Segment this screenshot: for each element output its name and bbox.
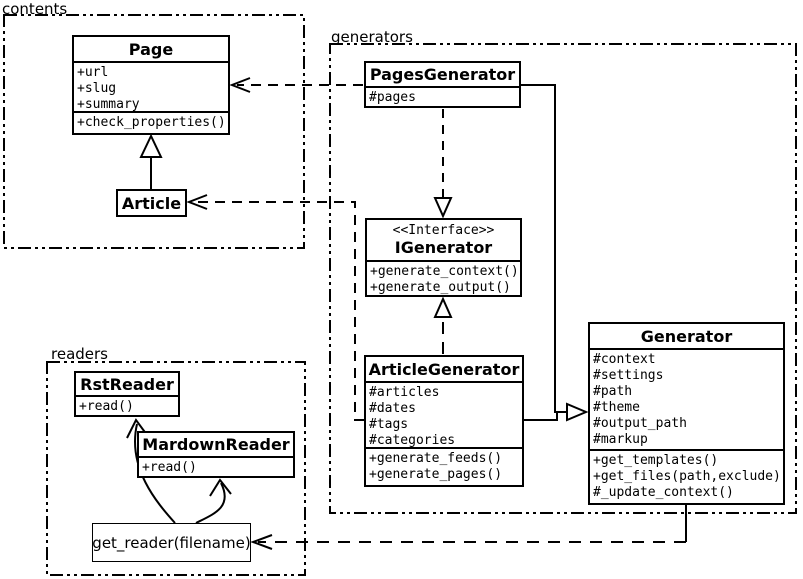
attribute: #categories bbox=[369, 433, 456, 447]
class-box-mardownreader: MardownReader +read() bbox=[137, 431, 295, 478]
attribute: #pages bbox=[369, 90, 416, 105]
articlegenerator-methods: +generate_feeds() +generate_pages() bbox=[366, 447, 522, 485]
class-box-articlegenerator: ArticleGenerator #articles #dates #tags … bbox=[364, 355, 524, 487]
attribute: #path bbox=[593, 384, 633, 399]
generator-methods: +get_templates() +get_files(path,exclude… bbox=[590, 449, 783, 503]
method: +check_properties() bbox=[77, 115, 226, 130]
attribute: +slug bbox=[77, 81, 117, 96]
edge-articlegenerator-generator bbox=[524, 412, 558, 421]
page-attributes: +url +slug +summary bbox=[74, 61, 228, 111]
method: +get_templates() bbox=[593, 453, 719, 468]
page-methods: +check_properties() bbox=[74, 111, 228, 133]
attribute: #theme bbox=[593, 400, 640, 415]
package-frame-generators bbox=[329, 43, 797, 514]
method: +get_files(path,exclude) bbox=[593, 469, 781, 484]
function-box-get-reader: get_reader(filename) bbox=[92, 523, 251, 562]
edge-getreader-rstreader bbox=[134, 423, 176, 524]
function-label: get_reader(filename) bbox=[92, 533, 251, 552]
attribute: #context bbox=[593, 352, 656, 367]
attribute: #output_path bbox=[593, 416, 687, 431]
method: +read() bbox=[142, 460, 197, 475]
package-frame-readers bbox=[46, 361, 306, 576]
articlegenerator-attributes: #articles #dates #tags #categories bbox=[366, 381, 522, 447]
class-name-rstreader: RstReader bbox=[80, 374, 174, 394]
mardownreader-methods: +read() bbox=[139, 456, 293, 476]
pagesgenerator-attributes: #pages bbox=[366, 86, 519, 106]
attribute: #markup bbox=[593, 432, 648, 447]
attribute: #dates bbox=[369, 401, 416, 416]
class-name-mardownreader: MardownReader bbox=[142, 435, 290, 454]
attribute: +summary bbox=[77, 97, 140, 111]
class-box-page: Page +url +slug +summary +check_properti… bbox=[72, 35, 230, 135]
dependency-arrow-getreader bbox=[250, 534, 273, 550]
package-label-contents: contents bbox=[2, 0, 68, 18]
method: +generate_feeds() bbox=[369, 451, 503, 466]
class-name-article: Article bbox=[121, 193, 182, 213]
realization-arrow-igenerator-top bbox=[433, 197, 453, 219]
class-box-generator: Generator #context #settings #path #them… bbox=[588, 322, 785, 505]
generator-attributes: #context #settings #path #theme #output_… bbox=[590, 348, 783, 449]
igenerator-methods: +generate_context() +generate_output() bbox=[367, 260, 520, 295]
class-name-page: Page bbox=[128, 39, 174, 59]
class-box-pagesgenerator: PagesGenerator #pages bbox=[364, 61, 521, 108]
edge-getreader-mardownreader bbox=[195, 482, 226, 524]
method: #_update_context() bbox=[593, 485, 734, 500]
method: +generate_pages() bbox=[369, 467, 503, 482]
dependency-arrow-article bbox=[186, 194, 208, 210]
edge-articlegenerator-article bbox=[193, 201, 364, 421]
arrowhead-rstreader bbox=[126, 418, 148, 439]
class-box-rstreader: RstReader +read() bbox=[74, 371, 180, 417]
attribute: #tags bbox=[369, 417, 409, 432]
rstreader-methods: +read() bbox=[76, 395, 178, 415]
method: +generate_output() bbox=[370, 280, 511, 295]
dependency-arrow-page bbox=[229, 77, 251, 93]
arrowhead-mardownreader bbox=[209, 478, 232, 497]
interface-stereotype: <<Interface>> bbox=[392, 223, 495, 238]
class-name-articlegenerator: ArticleGenerator bbox=[368, 359, 520, 379]
class-name-igenerator: IGenerator bbox=[394, 238, 493, 257]
attribute: #articles bbox=[369, 385, 440, 400]
package-label-generators: generators bbox=[331, 28, 413, 46]
igenerator-header: <<Interface>> IGenerator bbox=[367, 220, 520, 260]
inheritance-arrow-page bbox=[139, 133, 163, 158]
edge-pagesgenerator-generator bbox=[521, 84, 567, 413]
method: +generate_context() bbox=[370, 264, 519, 279]
attribute: #settings bbox=[593, 368, 664, 383]
package-frame-contents bbox=[3, 14, 305, 249]
realization-arrow-igenerator-bottom bbox=[433, 296, 453, 318]
class-box-igenerator: <<Interface>> IGenerator +generate_conte… bbox=[365, 218, 522, 297]
attribute: +url bbox=[77, 65, 109, 80]
method: +read() bbox=[79, 399, 134, 414]
package-label-readers: readers bbox=[51, 345, 108, 363]
class-box-article: Article bbox=[116, 189, 187, 217]
class-name-generator: Generator bbox=[640, 326, 733, 346]
inheritance-arrow-generator bbox=[566, 402, 589, 422]
class-name-pagesgenerator: PagesGenerator bbox=[369, 65, 516, 84]
